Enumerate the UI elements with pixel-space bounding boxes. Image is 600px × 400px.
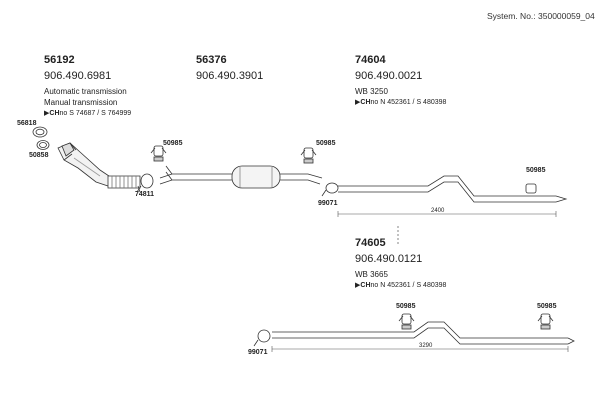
label-99071-2: 99071	[248, 349, 268, 356]
system-number: System. No.: 350000059_04	[487, 11, 595, 21]
hanger-icon	[300, 147, 317, 164]
reference-74605: 906.490.0121	[355, 253, 423, 265]
part-number-74605: 74605	[355, 237, 386, 249]
manual-transmission-label: Manual transmission	[44, 98, 118, 107]
arrow-icon: ▶	[355, 282, 361, 289]
tail-pipe-icon	[338, 175, 568, 203]
wheelbase-74604: WB 3250	[355, 87, 388, 96]
dimension-line	[271, 346, 569, 352]
reference-56376: 906.490.3901	[196, 70, 264, 82]
part-number-56376: 56376	[196, 54, 227, 66]
reference-56192: 906.490.6981	[44, 70, 112, 82]
muffler-pipe-icon	[159, 165, 323, 189]
label-50985-4: 50985	[396, 303, 416, 310]
label-56818: 56818	[17, 120, 37, 127]
chassis-range-74604: ▶CHno N 452361 / S 480398	[355, 99, 447, 106]
automatic-transmission-label: Automatic transmission	[44, 87, 127, 96]
arrow-icon: ▶	[44, 110, 50, 117]
label-50985-3: 50985	[526, 167, 546, 174]
label-99071-1: 99071	[318, 200, 338, 207]
hanger-icon	[398, 313, 415, 330]
dimension-3290: 3290	[419, 343, 433, 349]
reference-74604: 906.490.0021	[355, 70, 423, 82]
chassis-range-56192: ▶CHno S 74687 / S 764999	[44, 110, 132, 117]
label-50985-5: 50985	[537, 303, 557, 310]
tail-pipe-icon	[272, 321, 575, 345]
clamp-icon	[253, 329, 271, 347]
dimension-line	[337, 211, 557, 217]
wheelbase-74605: WB 3665	[355, 270, 388, 279]
hanger-icon	[150, 145, 167, 162]
clamp-icon	[136, 173, 154, 193]
part-number-74604: 74604	[355, 54, 386, 66]
hanger-icon	[537, 313, 554, 330]
ring-icon	[36, 140, 50, 150]
label-50858: 50858	[29, 152, 49, 159]
part-number-56192: 56192	[44, 54, 75, 66]
label-50985-1: 50985	[163, 140, 183, 147]
chassis-range-74605: ▶CHno N 452361 / S 480398	[355, 282, 447, 289]
arrow-icon: ▶	[355, 99, 361, 106]
front-pipe-icon	[57, 142, 141, 193]
dimension-2400: 2400	[431, 208, 445, 214]
label-50985-2: 50985	[316, 140, 336, 147]
label-74811: 74811	[135, 191, 155, 198]
clamp-icon	[321, 182, 339, 197]
gasket-icon	[32, 126, 48, 138]
